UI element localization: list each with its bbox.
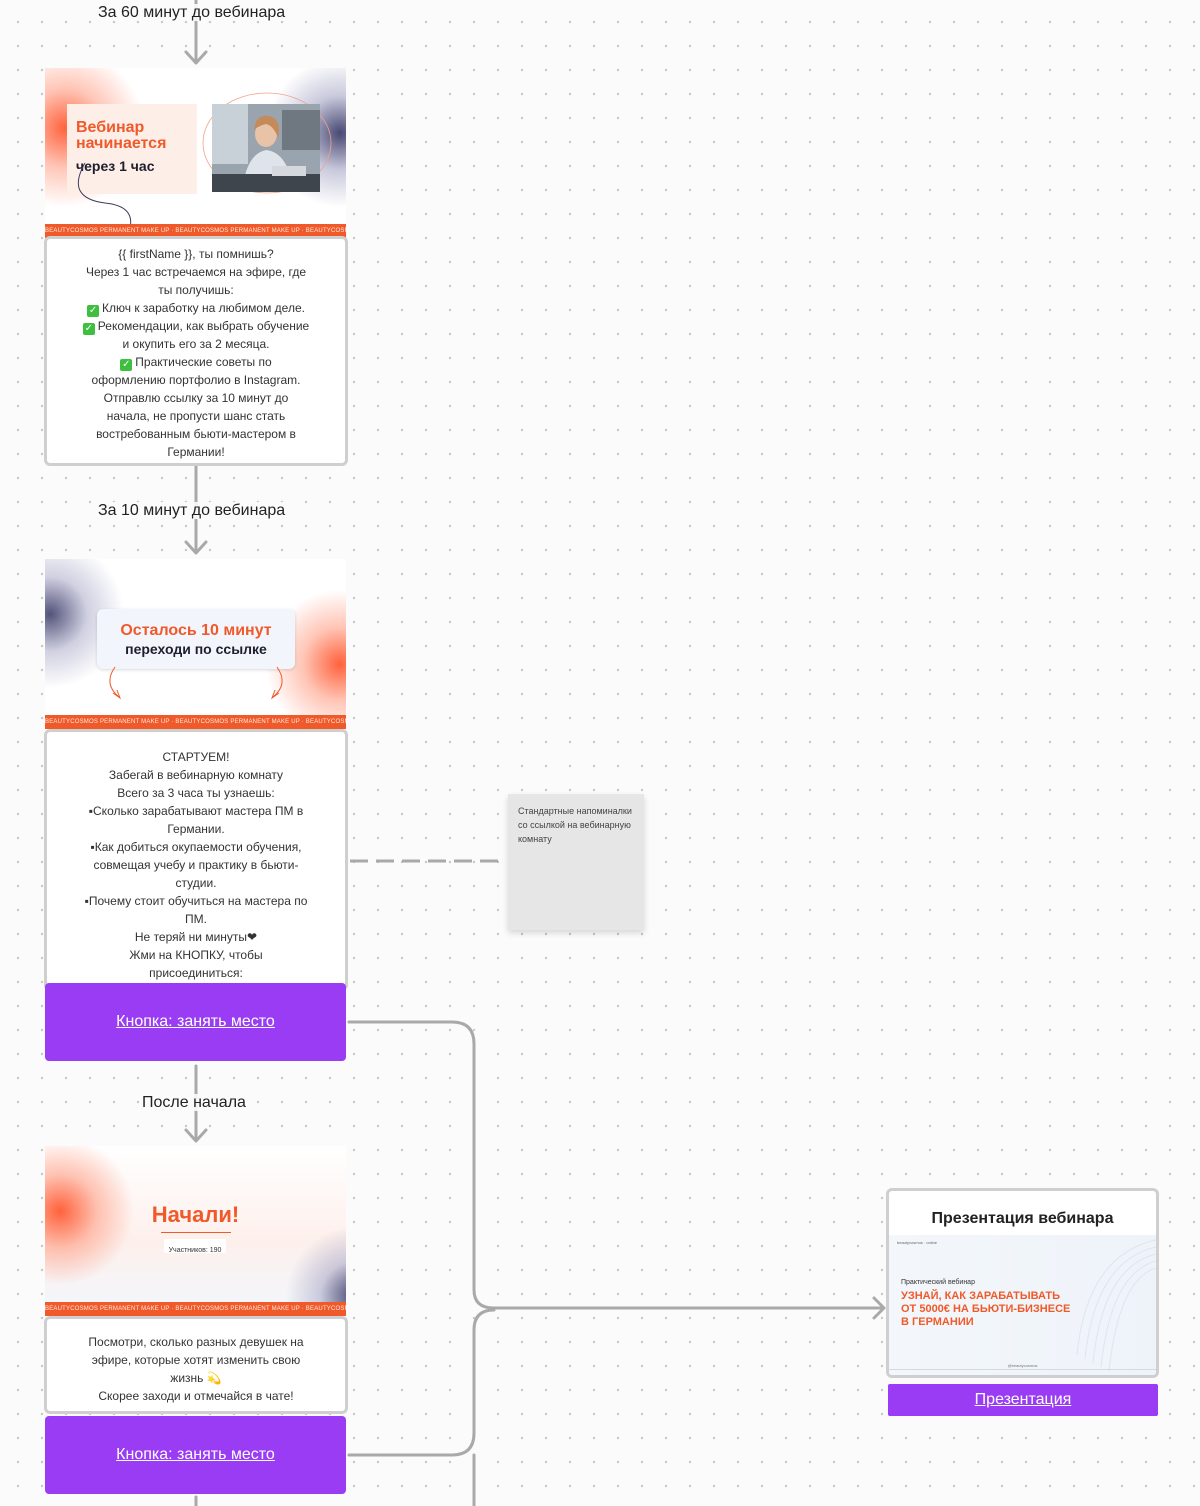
banner2-title-pill: Осталось 10 минут переходи по ссылке bbox=[97, 609, 295, 669]
take-seat-button-1-label[interactable]: Кнопка: занять место bbox=[116, 1013, 275, 1030]
presentation-button-label[interactable]: Презентация bbox=[974, 1391, 1072, 1408]
brand-tape: BEAUTYCOSMOS PERMANENT MAKE UP · BEAUTYC… bbox=[45, 1302, 346, 1316]
banner-started: Начали! Участников: 190 BEAUTYCOSMOS PER… bbox=[45, 1146, 346, 1316]
slide-headline-line3: В ГЕРМАНИИ bbox=[901, 1316, 974, 1328]
presentation-button[interactable]: Презентация bbox=[888, 1384, 1158, 1416]
woman-on-phone-image bbox=[212, 104, 320, 192]
take-seat-button-2[interactable]: Кнопка: занять место bbox=[45, 1416, 346, 1494]
banner-webinar-starts-in-1-hour: Вебинар начинается через 1 час BEAUTYCOS… bbox=[45, 68, 346, 238]
banner-10-minutes-left: Осталось 10 минут переходи по ссылке BEA… bbox=[45, 559, 346, 729]
slide-footer-line bbox=[889, 1369, 1156, 1370]
title-underline bbox=[161, 1232, 231, 1233]
sticky-note[interactable]: Стандартные напоминалки со ссылкой на ве… bbox=[508, 794, 644, 930]
presentation-slide-preview: beautycosmos · online Практический вебин… bbox=[889, 1235, 1156, 1375]
check-mark-icon: ✓ bbox=[87, 305, 100, 317]
take-seat-button-1[interactable]: Кнопка: занять место bbox=[45, 983, 346, 1061]
check-mark-icon: ✓ bbox=[120, 359, 133, 371]
flow-label-after-start: После начала bbox=[140, 1094, 248, 1111]
message-card-60min: {{ firstName }}, ты помнишь? Через 1 час… bbox=[44, 236, 348, 466]
connector-cta1-presentation bbox=[347, 1020, 884, 1310]
decorative-curve bbox=[77, 92, 332, 229]
flow-label-60min: За 60 минут до вебинара bbox=[96, 4, 288, 21]
slide-headline-line2: ОТ 5000€ НА БЬЮТИ-БИЗНЕСЕ bbox=[901, 1303, 1071, 1315]
connector-cta2-presentation bbox=[347, 1308, 496, 1457]
brand-tape: BEAUTYCOSMOS PERMANENT MAKE UP · BEAUTYC… bbox=[45, 224, 346, 238]
arrowhead-1-2 bbox=[184, 540, 208, 555]
banner1-title-line2: начинается bbox=[76, 135, 167, 152]
check-mark-icon: ✓ bbox=[82, 323, 95, 335]
host-photo bbox=[212, 104, 320, 192]
banner1-title-line1: Вебинар bbox=[76, 119, 145, 136]
arrowhead-presentation bbox=[872, 1296, 886, 1320]
banner2-title: Осталось 10 минут bbox=[120, 622, 272, 639]
banner1-subtitle: через 1 час bbox=[76, 158, 155, 174]
sticky-note-text: Стандартные напоминалки со ссылкой на ве… bbox=[518, 806, 632, 844]
slide-kicker: Практический вебинар bbox=[901, 1279, 975, 1286]
brand-tape: BEAUTYCOSMOS PERMANENT MAKE UP · BEAUTYC… bbox=[45, 715, 346, 729]
presentation-title: Презентация вебинара bbox=[931, 1210, 1114, 1227]
banner3-title: Начали! bbox=[151, 1202, 240, 1227]
slide-headline-line1: УЗНАЙ, КАК ЗАРАБАТЫВАТЬ bbox=[901, 1290, 1061, 1302]
flow-label-10min: За 10 минут до вебинара bbox=[96, 502, 288, 519]
slide-wave-decoration bbox=[1076, 1239, 1156, 1372]
arrowhead-top bbox=[184, 50, 208, 65]
slide-footer: @beautycosmos bbox=[1007, 1363, 1038, 1368]
slide-brand: beautycosmos · online bbox=[897, 1240, 938, 1245]
message-card-10min: СТАРТУЕМ! Забегай в вебинарную комнату В… bbox=[44, 729, 348, 991]
arrowhead-2-3 bbox=[184, 1128, 208, 1143]
curved-arrow-icons bbox=[109, 666, 283, 700]
participants-badge: Участников: 190 bbox=[164, 1239, 226, 1254]
message-card-after-start: Посмотри, сколько разных девушек на эфир… bbox=[44, 1316, 348, 1414]
banner2-subtitle: переходи по ссылке bbox=[125, 641, 267, 657]
presentation-card: Презентация вебинара beautycosmos · onli… bbox=[886, 1188, 1159, 1378]
banner1-title-box: Вебинар начинается через 1 час bbox=[67, 104, 197, 194]
take-seat-button-2-label[interactable]: Кнопка: занять место bbox=[116, 1446, 275, 1463]
